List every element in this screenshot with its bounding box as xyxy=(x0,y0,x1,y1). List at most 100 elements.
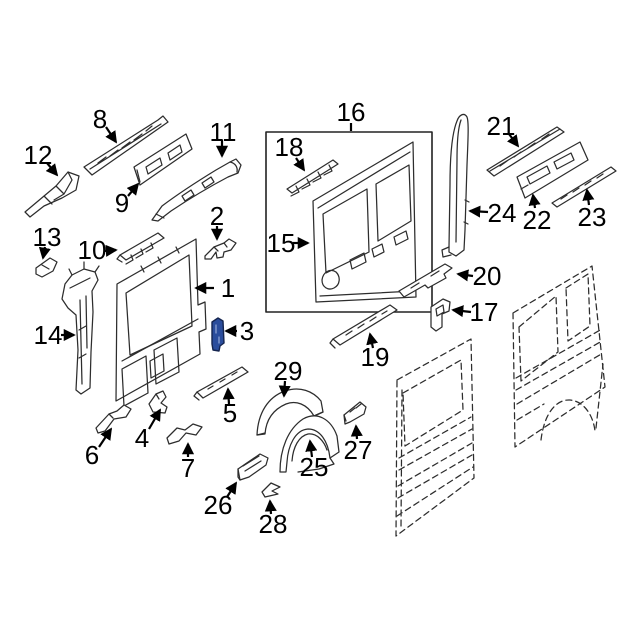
leader-line-26 xyxy=(225,481,237,498)
part-number-label-1: 1 xyxy=(221,273,235,303)
leader-line-25 xyxy=(305,439,318,458)
part-number-label-4: 4 xyxy=(135,423,149,453)
callout-26[interactable]: 26 xyxy=(204,481,237,520)
part-25-details xyxy=(291,433,335,473)
part-8-details xyxy=(89,123,162,170)
part-number-label-13: 13 xyxy=(33,222,62,252)
callout-14[interactable]: 14 xyxy=(34,320,76,350)
callout-15[interactable]: 15 xyxy=(267,228,310,258)
callout-12[interactable]: 12 xyxy=(24,140,59,177)
leader-line-9 xyxy=(126,182,140,197)
ref-panel-left-outline xyxy=(395,338,475,537)
leader-line-27 xyxy=(350,424,363,440)
callout-19[interactable]: 19 xyxy=(361,332,390,372)
callout-25[interactable]: 25 xyxy=(300,439,329,482)
part-24-pillar xyxy=(448,113,469,257)
part-22-panel xyxy=(516,141,589,199)
part-2-bracket xyxy=(204,238,237,260)
part-15-details xyxy=(317,151,415,297)
part-number-label-9: 9 xyxy=(115,188,129,218)
part-number-label-29: 29 xyxy=(274,356,303,386)
ref-panel-right-hatch xyxy=(515,328,604,441)
part-27-details xyxy=(343,403,362,422)
callout-20[interactable]: 20 xyxy=(456,261,501,291)
callout-10[interactable]: 10 xyxy=(78,235,118,265)
part-5-rail xyxy=(196,366,249,399)
part-6-bracket xyxy=(95,404,132,434)
part-number-label-3: 3 xyxy=(240,316,254,346)
part-number-label-16: 16 xyxy=(337,97,366,127)
part-number-label-14: 14 xyxy=(34,320,63,350)
callout-23[interactable]: 23 xyxy=(578,188,607,232)
callout-16[interactable]: 16 xyxy=(337,97,366,131)
part-4-bracket xyxy=(148,390,168,414)
callout-18[interactable]: 18 xyxy=(275,132,306,172)
callout-6[interactable]: 6 xyxy=(85,427,113,470)
callout-9[interactable]: 9 xyxy=(115,182,140,218)
leader-line-19 xyxy=(366,332,379,349)
callout-24[interactable]: 24 xyxy=(468,198,516,228)
part-number-label-8: 8 xyxy=(93,104,107,134)
leader-line-22 xyxy=(528,193,541,209)
callout-3[interactable]: 3 xyxy=(224,316,254,346)
part-21-details xyxy=(489,128,561,172)
part-17-bracket xyxy=(430,298,451,332)
leader-line-29 xyxy=(278,380,291,398)
part-number-label-23: 23 xyxy=(578,202,607,232)
part-15-outline xyxy=(312,141,417,303)
leader-line-20 xyxy=(456,269,474,282)
part-1-openings xyxy=(121,337,180,407)
part-17-details xyxy=(435,304,445,317)
part-1-window xyxy=(125,254,193,356)
part-21-rail xyxy=(486,126,565,177)
callout-28[interactable]: 28 xyxy=(259,499,288,539)
callout-11[interactable]: 11 xyxy=(210,117,237,158)
callout-17[interactable]: 17 xyxy=(451,297,498,327)
part-11-cant-rail xyxy=(151,158,242,222)
part-26-bracket xyxy=(237,453,269,481)
part-11-details xyxy=(155,161,238,219)
leader-line-10 xyxy=(103,244,118,257)
part-2-details xyxy=(213,242,228,252)
callout-5[interactable]: 5 xyxy=(222,387,237,428)
callout-29[interactable]: 29 xyxy=(274,356,303,398)
leader-line-13 xyxy=(38,246,51,260)
callout-7[interactable]: 7 xyxy=(181,442,195,483)
part-number-label-10: 10 xyxy=(78,235,107,265)
callout-2[interactable]: 2 xyxy=(210,201,224,241)
callout-1[interactable]: 1 xyxy=(194,273,235,303)
callout-4[interactable]: 4 xyxy=(135,408,161,453)
part-10-details xyxy=(116,242,154,265)
leader-line-8 xyxy=(105,126,118,144)
callout-13[interactable]: 13 xyxy=(33,222,62,260)
callout-8[interactable]: 8 xyxy=(93,104,118,144)
part-23-rail xyxy=(551,166,617,208)
part-number-label-15: 15 xyxy=(267,228,296,258)
callout-22[interactable]: 22 xyxy=(523,193,552,235)
part-19-details xyxy=(329,310,388,349)
leader-line-24 xyxy=(468,205,489,218)
callout-21[interactable]: 21 xyxy=(487,111,520,148)
part-3-bracket-highlighted[interactable] xyxy=(211,317,225,352)
part-number-label-26: 26 xyxy=(204,490,233,520)
part-number-label-11: 11 xyxy=(210,117,237,147)
leader-line-28 xyxy=(264,499,277,515)
part-number-label-7: 7 xyxy=(181,453,195,483)
part-13-details xyxy=(41,264,50,270)
part-20-details xyxy=(410,270,440,289)
part-number-label-21: 21 xyxy=(487,111,516,141)
part-18-hooks xyxy=(290,164,333,197)
part-19-sill xyxy=(332,304,398,346)
part-4-details xyxy=(155,393,160,400)
part-23-details xyxy=(560,173,604,200)
part-1-details xyxy=(121,246,199,379)
part-number-label-25: 25 xyxy=(300,452,329,482)
part-drawings-layer xyxy=(24,113,617,537)
part-3-slots xyxy=(215,324,220,344)
part-14-pillar xyxy=(61,268,99,395)
leader-line-21 xyxy=(506,133,520,148)
ref-panel-left-hatch xyxy=(396,389,474,529)
part-24-details xyxy=(441,119,470,258)
callout-27[interactable]: 27 xyxy=(344,424,373,465)
